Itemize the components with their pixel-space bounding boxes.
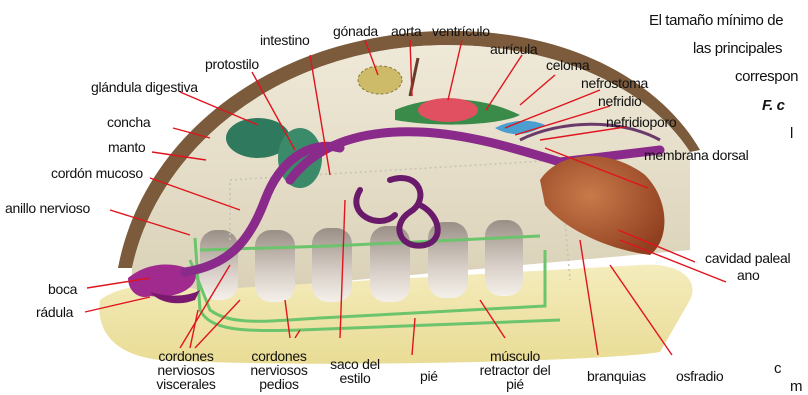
label-celoma: celoma <box>546 58 589 72</box>
label-gonada: gónada <box>333 24 378 38</box>
label-protostilo: protostilo <box>205 57 259 71</box>
label-cordones-viscerales: cordones nerviosos viscerales <box>151 349 221 391</box>
caption-line-6: c <box>774 360 781 377</box>
label-ventriculo: ventrículo <box>432 24 490 38</box>
label-branquias: branquias <box>587 369 646 383</box>
label-concha: concha <box>107 115 150 129</box>
label-saco-estilo: saco del estilo <box>325 357 385 385</box>
gonad <box>358 66 402 94</box>
caption-line-2: las principales <box>693 40 782 57</box>
label-nefrostoma: nefrostoma <box>581 76 648 90</box>
label-musculo-retractor: músculo retractor del pié <box>470 349 560 391</box>
label-anillo-nervioso: anillo nervioso <box>5 201 90 215</box>
label-cordones-pedios: cordones nerviosos pedios <box>244 349 314 391</box>
label-osfradio: osfradio <box>676 369 723 383</box>
label-nefridio: nefridio <box>598 94 642 108</box>
label-manto: manto <box>108 140 145 154</box>
ventricle <box>418 98 478 122</box>
caption-line-7: m <box>790 378 802 395</box>
label-radula: rádula <box>36 305 73 319</box>
label-cordon-mucoso: cordón mucoso <box>51 166 143 180</box>
label-ano: ano <box>737 268 759 282</box>
label-pie: pié <box>420 369 438 383</box>
caption-line-4: F. c <box>762 97 785 114</box>
label-auricula: aurícula <box>490 42 537 56</box>
caption-line-3: correspon <box>735 68 798 85</box>
label-boca: boca <box>48 282 77 296</box>
label-glandula-digestiva: glándula digestiva <box>91 80 198 94</box>
label-cavidad-paleal: cavidad paleal <box>705 251 790 265</box>
label-nefridioporo: nefridioporo <box>606 115 676 129</box>
label-membrana-dorsal: membrana dorsal <box>644 148 748 162</box>
label-aorta: aorta <box>391 24 421 38</box>
caption-line-1: El tamaño mínimo de <box>649 12 783 29</box>
caption-line-5: l <box>790 125 793 142</box>
label-intestino: intestino <box>260 33 309 47</box>
